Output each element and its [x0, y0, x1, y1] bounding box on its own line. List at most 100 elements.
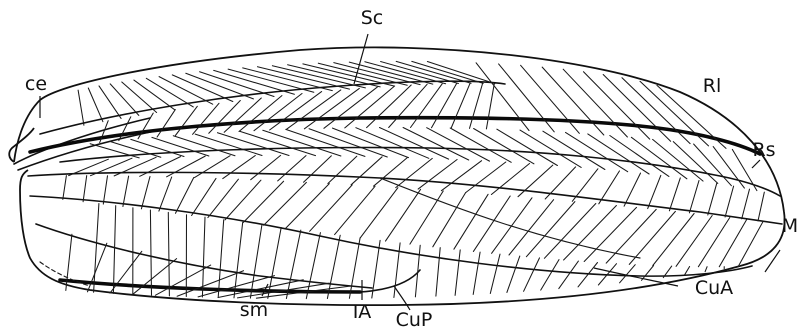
vein-media-branch: [380, 178, 640, 258]
vein-cubitus-anterior: [30, 196, 752, 276]
cross-vein: [713, 147, 744, 189]
cross-vein: [689, 181, 699, 213]
vein-subcosta: [40, 81, 505, 134]
cross-vein: [175, 106, 197, 135]
cross-vein: [167, 156, 206, 177]
cross-vein: [473, 252, 480, 294]
cross-vein: [122, 82, 157, 113]
cross-vein: [328, 156, 357, 183]
cross-vein: [669, 178, 680, 211]
cross-vein: [192, 178, 216, 215]
cross-vein: [78, 90, 84, 125]
cross-vein: [168, 212, 169, 296]
cross-vein: [526, 202, 575, 257]
cross-vein: [99, 86, 121, 119]
label-ce: ce: [25, 73, 47, 95]
label-cup: CuP: [396, 309, 433, 329]
cross-vein: [588, 134, 649, 174]
cross-vein: [698, 218, 729, 267]
cross-vein: [223, 156, 256, 179]
leader-rs: [752, 160, 760, 168]
cross-vein: [140, 157, 181, 177]
vein-cubitus-posterior-end: [360, 270, 420, 292]
cross-vein: [490, 254, 500, 293]
cross-vein: [209, 101, 241, 134]
cross-vein: [543, 131, 605, 169]
cross-vein: [351, 157, 382, 185]
cross-vein: [134, 80, 175, 110]
cross-vein: [270, 92, 322, 130]
cross-vein: [418, 160, 457, 190]
cross-vein: [610, 136, 669, 177]
cross-vein: [263, 130, 341, 156]
cross-vein: [356, 128, 429, 159]
cross-vein: [176, 178, 194, 214]
leader-sc: [354, 34, 368, 84]
cross-vein: [88, 88, 103, 122]
cross-vein: [243, 68, 333, 91]
cross-vein: [288, 65, 381, 87]
cross-vein: [584, 72, 650, 139]
cross-vein: [214, 70, 295, 94]
leader-cua: [594, 268, 678, 286]
cross-vein: [507, 256, 520, 292]
cross-vein: [685, 267, 690, 275]
cross-vein: [499, 64, 555, 132]
leader-cup: [394, 286, 410, 310]
cross-vein: [524, 258, 540, 291]
cross-vein: [349, 238, 360, 298]
cross-vein: [333, 128, 409, 158]
cross-vein: [572, 169, 598, 202]
cross-vein: [264, 182, 307, 225]
cross-vein: [410, 191, 443, 244]
cross-vein: [584, 207, 636, 261]
cross-vein: [606, 209, 656, 263]
label-m: M: [782, 215, 798, 237]
cross-vein: [492, 198, 532, 254]
cross-vein: [335, 186, 375, 234]
cross-vein: [622, 78, 690, 144]
cross-vein: [94, 204, 99, 293]
cross-vein: [110, 84, 139, 116]
cross-vein: [286, 129, 365, 156]
cross-vein: [202, 217, 205, 297]
cross-vein: [411, 84, 443, 128]
cross-vein: [113, 206, 115, 294]
cross-vein: [310, 185, 353, 231]
cross-vein: [742, 189, 750, 219]
label-cua: CuA: [695, 277, 733, 299]
cross-vein: [470, 83, 483, 128]
cross-vein: [243, 181, 283, 222]
cross-vein: [83, 176, 87, 202]
cross-vein: [380, 128, 449, 160]
cross-vein: [451, 83, 470, 128]
cross-vein: [640, 81, 709, 146]
cross-vein: [432, 84, 457, 128]
cross-vein: [694, 144, 732, 186]
cross-vein: [258, 67, 350, 89]
cross-vein: [278, 156, 306, 181]
label-ia: IA: [353, 301, 372, 323]
cross-vein: [389, 84, 427, 127]
label-sc: Sc: [361, 7, 384, 29]
cross-vein: [566, 132, 628, 171]
cross-vein: [559, 261, 579, 289]
label-rs: Rs: [752, 139, 775, 161]
cross-vein: [648, 175, 661, 208]
cross-vein: [455, 250, 460, 295]
cross-vein: [544, 204, 595, 259]
cross-vein: [195, 134, 262, 155]
cross-vein: [708, 183, 717, 215]
cross-vein: [631, 137, 687, 179]
wing-outline-costal: [14, 47, 785, 266]
cross-vein: [251, 155, 281, 179]
cross-vein: [225, 180, 261, 220]
cross-vein: [624, 173, 640, 206]
cross-vein: [705, 267, 707, 272]
cross-vein: [268, 228, 281, 299]
cross-vein: [304, 156, 332, 182]
cross-vein: [157, 110, 175, 137]
label-rl: Rl: [703, 75, 721, 97]
cross-vein: [218, 220, 224, 298]
cross-vein: [224, 98, 261, 132]
